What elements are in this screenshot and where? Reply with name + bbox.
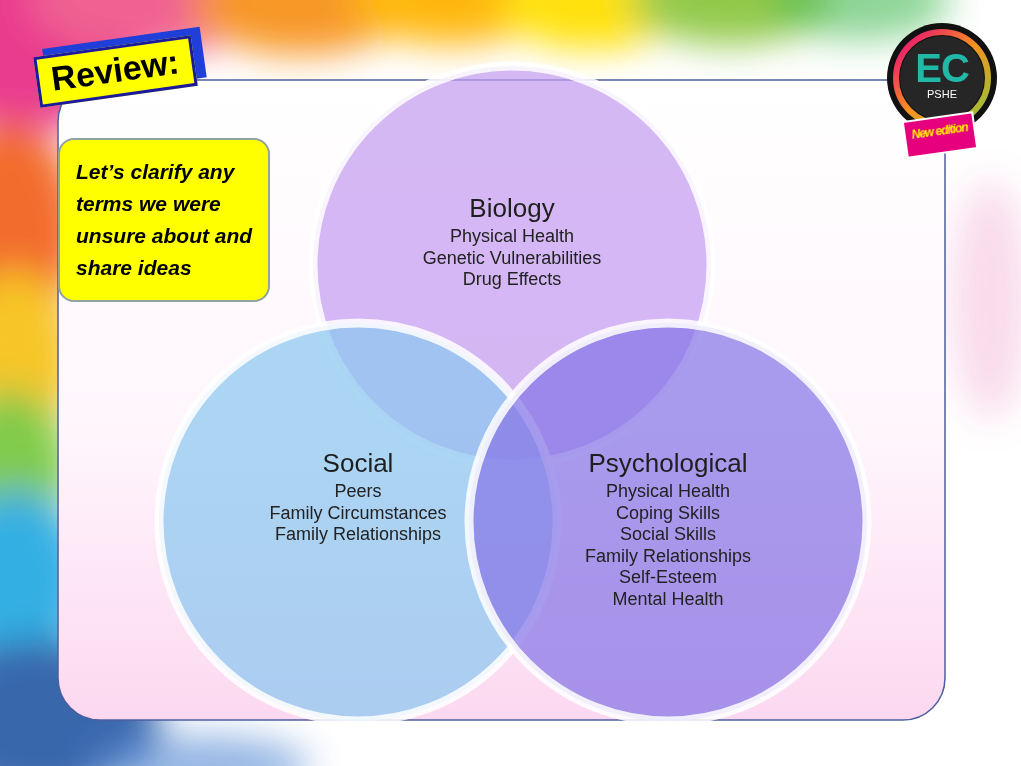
venn-circle: PsychologicalPhysical HealthCoping Skill… [460, 314, 876, 730]
circle-item: Physical Health [585, 481, 751, 503]
logo-inner [900, 36, 984, 120]
circle-heading: Social [269, 448, 446, 478]
circle-item: Physical Health [423, 226, 601, 248]
circle-text-group: BiologyPhysical HealthGenetic Vulnerabil… [423, 193, 601, 291]
prompt-box: Let’s clarify any terms we were unsure a… [58, 138, 270, 302]
circle-item: Family Relationships [585, 546, 751, 568]
logo-color-ring [896, 32, 988, 124]
circle-item: Peers [269, 481, 446, 503]
edition-text: New edition [909, 107, 970, 154]
circle-item: Social Skills [585, 524, 751, 546]
logo-letters: EC [915, 48, 969, 88]
circle-item: Family Circumstances [269, 503, 446, 525]
circle-text-group: PsychologicalPhysical HealthCoping Skill… [585, 448, 751, 610]
circle-item: Coping Skills [585, 503, 751, 525]
logo-subtitle: PSHE [927, 88, 957, 101]
circle-fill [469, 323, 867, 721]
circle-heading: Psychological [585, 448, 751, 478]
circle-item: Self-Esteem [585, 567, 751, 589]
circle-text-group: SocialPeersFamily CircumstancesFamily Re… [269, 448, 446, 546]
logo-badge: ECPSHENew edition [886, 22, 998, 134]
edition-tag: New edition [902, 111, 979, 159]
circle-item: Drug Effects [423, 269, 601, 291]
title-tag: Review: [33, 35, 197, 108]
circle-heading: Biology [423, 193, 601, 223]
circle-item: Genetic Vulnerabilities [423, 248, 601, 270]
prompt-text: Let’s clarify any terms we were unsure a… [76, 156, 256, 284]
title-text: Review: [49, 42, 182, 99]
circle-item: Mental Health [585, 589, 751, 611]
circle-item: Family Relationships [269, 524, 446, 546]
